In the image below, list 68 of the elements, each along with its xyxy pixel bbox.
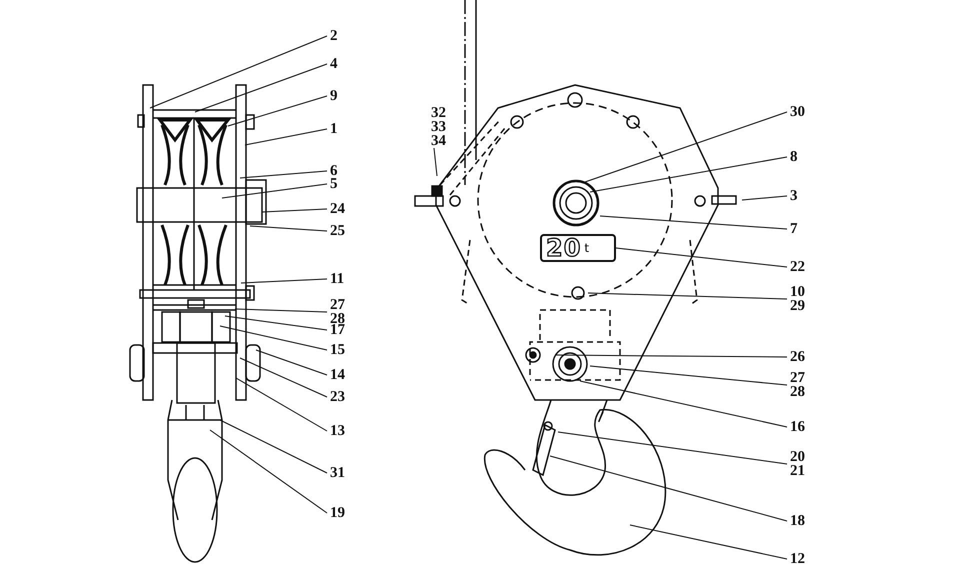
callout-number: 19 xyxy=(330,506,345,520)
callout-number: 27 xyxy=(790,371,805,385)
callout-number: 2 xyxy=(330,29,338,43)
callout-number: 10 xyxy=(790,285,805,299)
leader-line xyxy=(234,308,328,312)
leader-line xyxy=(220,420,328,474)
leader-line xyxy=(554,354,788,358)
callout-number: 14 xyxy=(330,368,345,382)
leader-line xyxy=(240,358,328,398)
capacity-nameplate xyxy=(540,234,616,262)
callout-number: 18 xyxy=(790,514,805,528)
leader-line xyxy=(220,326,328,350)
leader-line xyxy=(256,350,328,376)
callout-number: 11 xyxy=(330,272,344,286)
leader-line xyxy=(550,456,788,522)
callout-number: 12 xyxy=(790,552,805,566)
callout-number: 4 xyxy=(330,57,338,71)
callout-number: 25 xyxy=(330,224,345,238)
leader-line xyxy=(250,226,328,232)
callout-number: 6 xyxy=(330,164,338,178)
leader-line xyxy=(240,278,328,284)
leader-line xyxy=(224,316,328,330)
callout-number: 31 xyxy=(330,466,345,480)
leader-line xyxy=(588,292,788,300)
callout-number: 30 xyxy=(790,105,805,119)
callout-number: 15 xyxy=(330,343,345,357)
callout-number: 17 xyxy=(330,323,345,337)
leader-line xyxy=(742,196,788,200)
leader-line xyxy=(584,112,788,182)
leader-line xyxy=(616,248,788,268)
callout-number: 5 xyxy=(330,177,338,191)
callout-number: 34 xyxy=(431,134,446,148)
callout-number: 1 xyxy=(330,122,338,136)
callout-number: 3 xyxy=(790,189,798,203)
callout-number: 9 xyxy=(330,89,338,103)
callout-number: 22 xyxy=(790,260,805,274)
leader-line xyxy=(194,64,328,112)
unit-text: t xyxy=(584,242,590,254)
leader-line xyxy=(150,36,328,108)
leader-line xyxy=(262,208,328,212)
leader-line xyxy=(434,148,438,176)
callout-number: 13 xyxy=(330,424,345,438)
callout-number: 33 xyxy=(431,120,446,134)
leader-line xyxy=(210,430,328,514)
callout-number: 29 xyxy=(790,299,805,313)
leader-line xyxy=(228,96,328,126)
callout-number: 24 xyxy=(330,202,345,216)
callout-number: 28 xyxy=(790,385,805,399)
callout-number: 23 xyxy=(330,390,345,404)
leader-line xyxy=(236,378,328,432)
callout-number: 27 xyxy=(330,298,345,312)
callout-number: 20 xyxy=(790,450,805,464)
leader-line xyxy=(590,156,788,192)
leader-line xyxy=(630,524,788,560)
leader-line xyxy=(580,380,788,428)
callout-number: 26 xyxy=(790,350,805,364)
callout-number: 32 xyxy=(431,106,446,120)
callout-number: 7 xyxy=(790,222,798,236)
capacity-number: 20 xyxy=(546,236,582,260)
callout-number: 16 xyxy=(790,420,805,434)
callout-number: 8 xyxy=(790,150,798,164)
leader-line xyxy=(590,366,788,386)
leader-line xyxy=(222,184,328,198)
leader-line xyxy=(240,170,328,178)
callout-number: 21 xyxy=(790,464,805,478)
leader-line xyxy=(558,432,788,464)
leader-line xyxy=(244,128,328,146)
leader-line xyxy=(600,216,788,230)
